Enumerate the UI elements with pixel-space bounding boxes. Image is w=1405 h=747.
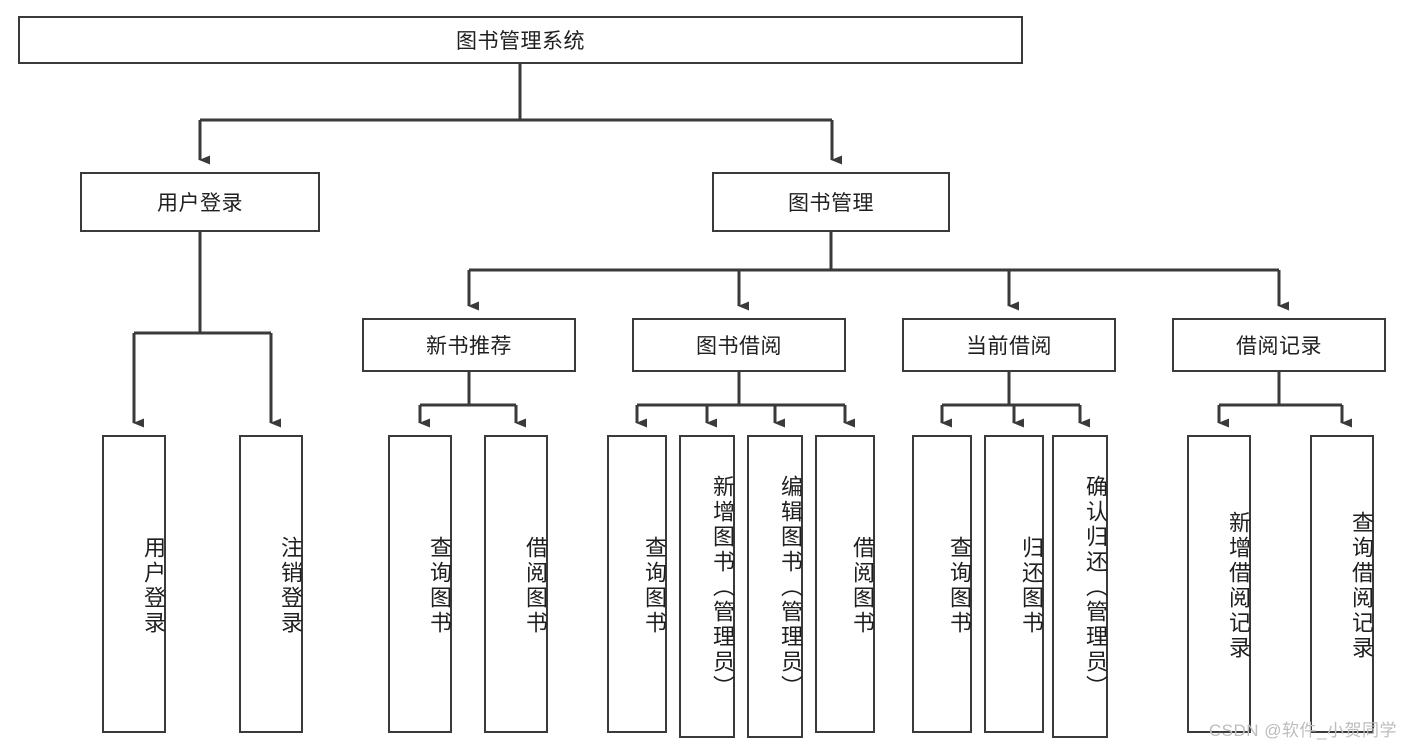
node-leaf-current-return-label: 归还图书 [1019, 536, 1044, 636]
node-leaf-record-add[interactable]: 新增借阅记录 [1187, 435, 1251, 733]
edge-root-to-level1 [198, 64, 842, 165]
node-leaf-borrow-borrow-label: 借阅图书 [850, 536, 875, 636]
node-book-management[interactable]: 图书管理 [712, 172, 950, 232]
node-current-borrow[interactable]: 当前借阅 [902, 318, 1116, 372]
node-leaf-user-login[interactable]: 用户登录 [102, 435, 166, 733]
node-leaf-record-add-label: 新增借阅记录 [1226, 511, 1251, 661]
edge-current-to-leaves [940, 372, 1090, 428]
node-borrow-record-label: 借阅记录 [1236, 335, 1322, 358]
node-new-book-recommend[interactable]: 新书推荐 [362, 318, 576, 372]
node-leaf-borrow-edit-label: 编辑图书（管理员） [778, 475, 803, 700]
node-borrow-record[interactable]: 借阅记录 [1172, 318, 1386, 372]
node-leaf-current-confirm-label: 确认归还（管理员） [1083, 475, 1108, 700]
edge-new-book-to-leaves [418, 372, 526, 428]
node-leaf-user-logout-label: 注销登录 [278, 536, 303, 636]
node-leaf-user-logout[interactable]: 注销登录 [239, 435, 303, 733]
node-leaf-borrow-query[interactable]: 查询图书 [607, 435, 667, 733]
node-leaf-current-confirm[interactable]: 确认归还（管理员） [1052, 435, 1108, 738]
node-leaf-record-query[interactable]: 查询借阅记录 [1310, 435, 1374, 733]
node-leaf-newbook-query[interactable]: 查询图书 [388, 435, 452, 733]
node-leaf-newbook-borrow-label: 借阅图书 [523, 536, 548, 636]
node-user-login[interactable]: 用户登录 [80, 172, 320, 232]
edge-record-to-leaves [1217, 372, 1352, 428]
node-leaf-borrow-edit[interactable]: 编辑图书（管理员） [747, 435, 803, 738]
node-leaf-borrow-borrow[interactable]: 借阅图书 [815, 435, 875, 733]
node-user-login-label: 用户登录 [157, 192, 243, 215]
node-book-management-label: 图书管理 [788, 192, 874, 215]
node-root-label: 图书管理系统 [456, 30, 585, 53]
node-root[interactable]: 图书管理系统 [18, 16, 1023, 64]
node-leaf-current-query-label: 查询图书 [947, 536, 972, 636]
edge-borrow-to-leaves [635, 372, 855, 428]
node-new-book-recommend-label: 新书推荐 [426, 335, 512, 358]
node-leaf-record-query-label: 查询借阅记录 [1349, 511, 1374, 661]
node-leaf-newbook-query-label: 查询图书 [427, 536, 452, 636]
node-current-borrow-label: 当前借阅 [966, 335, 1052, 358]
node-book-borrow-label: 图书借阅 [696, 335, 782, 358]
node-leaf-current-query[interactable]: 查询图书 [912, 435, 972, 733]
node-leaf-user-login-label: 用户登录 [141, 536, 166, 636]
node-leaf-borrow-add-label: 新增图书（管理员） [710, 475, 735, 700]
node-leaf-borrow-add[interactable]: 新增图书（管理员） [679, 435, 735, 738]
node-leaf-newbook-borrow[interactable]: 借阅图书 [484, 435, 548, 733]
node-leaf-current-return[interactable]: 归还图书 [984, 435, 1044, 733]
edge-user-login-to-leaves [132, 232, 281, 428]
watermark-text: CSDN @软件_小贺同学 [1208, 721, 1397, 740]
node-leaf-borrow-query-label: 查询图书 [642, 536, 667, 636]
node-book-borrow[interactable]: 图书借阅 [632, 318, 846, 372]
edge-book-mgmt-to-level2 [467, 232, 1289, 311]
